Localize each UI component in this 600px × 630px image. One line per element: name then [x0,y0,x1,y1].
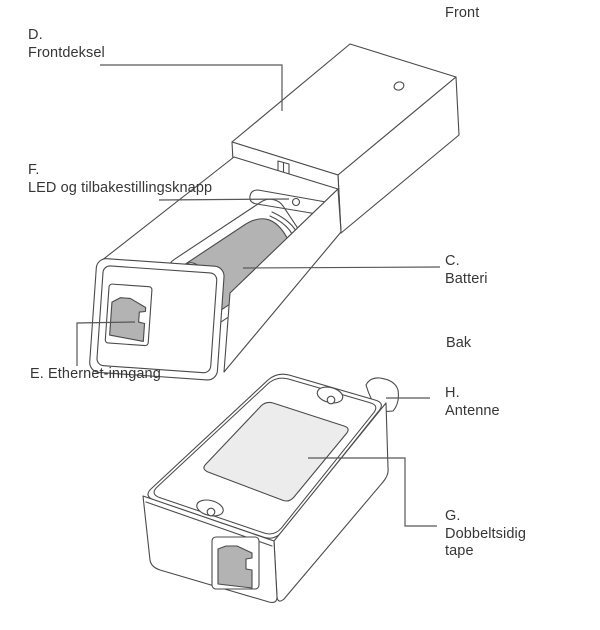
leader-lines [76,64,441,527]
leader-tape [308,457,437,527]
back-view-label: Bak [446,335,472,351]
ethernet-jack-icon [109,297,147,342]
keyhole-mount-icon [196,499,224,517]
keyhole-mount-icon [316,386,344,405]
battery-tray-illustration [89,156,342,381]
callout-frontdeksel: D. Frontdeksel [28,27,105,62]
callout-antenne: H. Antenne [445,385,500,420]
leader-batteri [242,266,441,269]
ethernet-jack-icon [217,545,253,589]
tape-pad [203,401,349,502]
callout-letter: F. [28,162,40,178]
front-plate [89,258,225,381]
callout-led-reset: F. LED og tilbakestillingsknapp [28,162,212,197]
callout-letter: H. [445,385,460,401]
led-reset-hole-icon [291,197,301,207]
callout-name: LED og tilbakestillingsknapp [28,179,213,196]
callout-ethernet: E. Ethernet-inngang [30,366,161,382]
back-unit-illustration [142,373,399,603]
callout-name: Dobbeltsidig [445,525,526,542]
leader-ethernet [76,321,136,366]
callout-letter: D. [28,27,43,43]
callout-letter: G. [445,508,461,524]
callout-name: Batteri [445,270,488,287]
leader-frontdeksel [100,64,283,111]
callout-name: tape [445,543,474,559]
tray-side-face [223,188,342,373]
callout-letter: C. [445,253,460,269]
back-top-rim [153,377,377,535]
callout-batteri: C. Batteri [445,253,488,288]
leader-led [158,198,290,201]
callout-name: Frontdeksel [28,44,105,61]
cover-hole-icon [393,81,405,91]
callout-tape: G. Dobbeltsidig tape [445,508,526,561]
front-plate-bevel [96,265,218,374]
callout-name: Antenne [445,402,500,419]
front-view-label: Front [445,5,480,21]
